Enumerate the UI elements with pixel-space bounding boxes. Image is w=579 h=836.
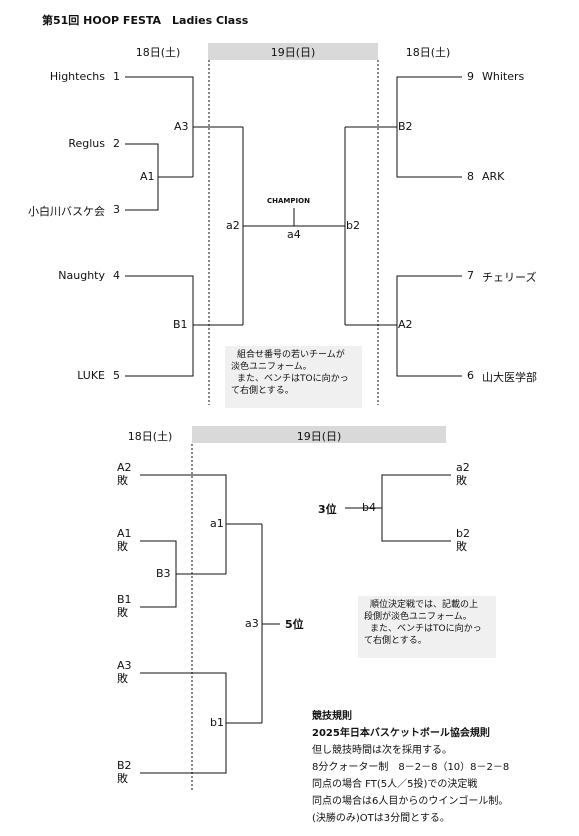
team-name-4: Naughty	[58, 269, 105, 282]
game-label-a2: a2	[226, 219, 240, 232]
line-a2-bracket	[396, 275, 462, 377]
team-name-1: Hightechs	[49, 70, 105, 83]
line-a1b-bracket	[140, 474, 227, 574]
entry-b2-lose: B2 敗	[117, 759, 132, 785]
bottom-note-line: また、ベンチはTOに向かっ	[370, 624, 482, 634]
bottom-day-left: 18日(土)	[127, 430, 173, 443]
entry-line1: a2	[456, 461, 470, 474]
game-label-a2-right: A2	[398, 318, 413, 331]
team-num-3: 3	[113, 203, 120, 216]
game-label-b4: b4	[362, 501, 376, 514]
game-label-b3: B3	[156, 567, 171, 580]
place-3-label: 3位	[318, 503, 337, 516]
team-name-2: Reglus	[68, 137, 105, 150]
page-title: 第51回 HOOP FESTA Ladies Class	[42, 14, 249, 27]
top-note-line: また、ベンチはTOに向かっ	[237, 374, 349, 384]
entry-line1: A1	[117, 527, 132, 540]
entry-line2: 敗	[456, 474, 467, 487]
team-num-9: 9	[467, 70, 474, 83]
game-label-b1: B1	[173, 318, 188, 331]
rules-line: 同点の場合 FT(5人／5投)での決定戦	[312, 779, 478, 790]
game-label-a1: A1	[140, 170, 155, 183]
bottom-note-line: 段側が淡色ユニフォーム。	[364, 612, 472, 622]
team-name-7: チェリーズ	[482, 271, 537, 284]
bottom-day-center-bar	[192, 426, 446, 443]
entry-a3-lose: A3 敗	[117, 659, 132, 685]
entry-a2-lose: A2 敗	[117, 461, 132, 487]
entry-line2: 敗	[117, 474, 128, 487]
rules-block: 競技規則 2025年日本バスケットボール協会規則 但し競技時間は次を採用する。 …	[312, 708, 509, 827]
line-a3-bracket	[125, 76, 194, 177]
team-name-6: 山大医学部	[482, 371, 537, 384]
team-num-2: 2	[113, 137, 120, 150]
team-num-7: 7	[467, 269, 474, 282]
game-label-a3: A3	[174, 120, 189, 133]
rules-line: 同点の場合は6人目からのウインゴール制。	[312, 796, 509, 807]
team-name-3: 小白川バスケ会	[28, 205, 105, 218]
team-name-5: LUKE	[77, 369, 105, 382]
line-b4-bracket	[381, 474, 451, 542]
bottom-note: 順位決定戦では、記載の上 段側が淡色ユニフォーム。 また、ベンチはTOに向かっ …	[358, 596, 496, 658]
top-note-line: 組合せ番号の若いチームが	[237, 350, 345, 360]
game-label-b2: B2	[398, 120, 413, 133]
bottom-note-line: 順位決定戦では、記載の上	[370, 600, 479, 610]
entry-line1: A3	[117, 659, 132, 672]
rules-subheading: 2025年日本バスケットボール協会規則	[312, 728, 490, 739]
entry-line2: 敗	[456, 540, 467, 553]
game-label-a3-bottom: a3	[245, 617, 259, 630]
entry-a2-semi-lose: a2 敗	[456, 461, 470, 487]
bottom-day-center: 19日(日)	[296, 430, 342, 443]
entry-line1: A2	[117, 461, 132, 474]
game-label-b1-bottom: b1	[210, 716, 224, 729]
entry-a1-lose: A1 敗	[117, 527, 132, 553]
game-label-b2-semi: b2	[346, 219, 360, 232]
game-label-a4: a4	[287, 228, 301, 241]
top-day-center: 19日(日)	[270, 46, 316, 59]
team-name-9: Whiters	[482, 70, 525, 83]
entry-line2: 敗	[117, 772, 128, 785]
team-num-6: 6	[467, 369, 474, 382]
entry-line1: B1	[117, 593, 132, 606]
entry-line2: 敗	[117, 606, 128, 619]
entry-line1: b2	[456, 527, 470, 540]
entry-b1-lose: B1 敗	[117, 593, 132, 619]
team-name-8: ARK	[482, 170, 505, 183]
rules-line: (決勝のみ)OTは3分間とする。	[312, 813, 450, 824]
top-note-line: 淡色ユニフォーム。	[231, 362, 312, 372]
entry-line1: B2	[117, 759, 132, 772]
bottom-note-line: て右側とする。	[364, 636, 427, 646]
team-num-1: 1	[113, 70, 120, 83]
entry-line2: 敗	[117, 540, 128, 553]
top-note: 組合せ番号の若いチームが 淡色ユニフォーム。 また、ベンチはTOに向かっ て右側…	[225, 346, 362, 408]
rules-line: 8分クォーター制 8－2－8（10）8－2－8	[312, 762, 510, 773]
place-5-label: 5位	[285, 618, 304, 631]
rules-heading: 競技規則	[312, 711, 352, 722]
entry-b2-semi-lose: b2 敗	[456, 527, 470, 553]
team-num-8: 8	[467, 170, 474, 183]
top-day-left: 18日(土)	[135, 46, 181, 59]
rules-line: 但し競技時間は次を採用する。	[312, 745, 452, 756]
top-day-right: 18日(土)	[405, 46, 451, 59]
line-b1-bracket	[125, 275, 194, 377]
team-num-5: 5	[113, 369, 120, 382]
top-day-center-bar	[208, 43, 378, 60]
entry-line2: 敗	[117, 672, 128, 685]
team-num-4: 4	[113, 269, 120, 282]
top-note-line: て右側とする。	[231, 386, 294, 396]
game-label-a1-bottom: a1	[210, 517, 224, 530]
champion-label: CHAMPION	[267, 197, 310, 205]
